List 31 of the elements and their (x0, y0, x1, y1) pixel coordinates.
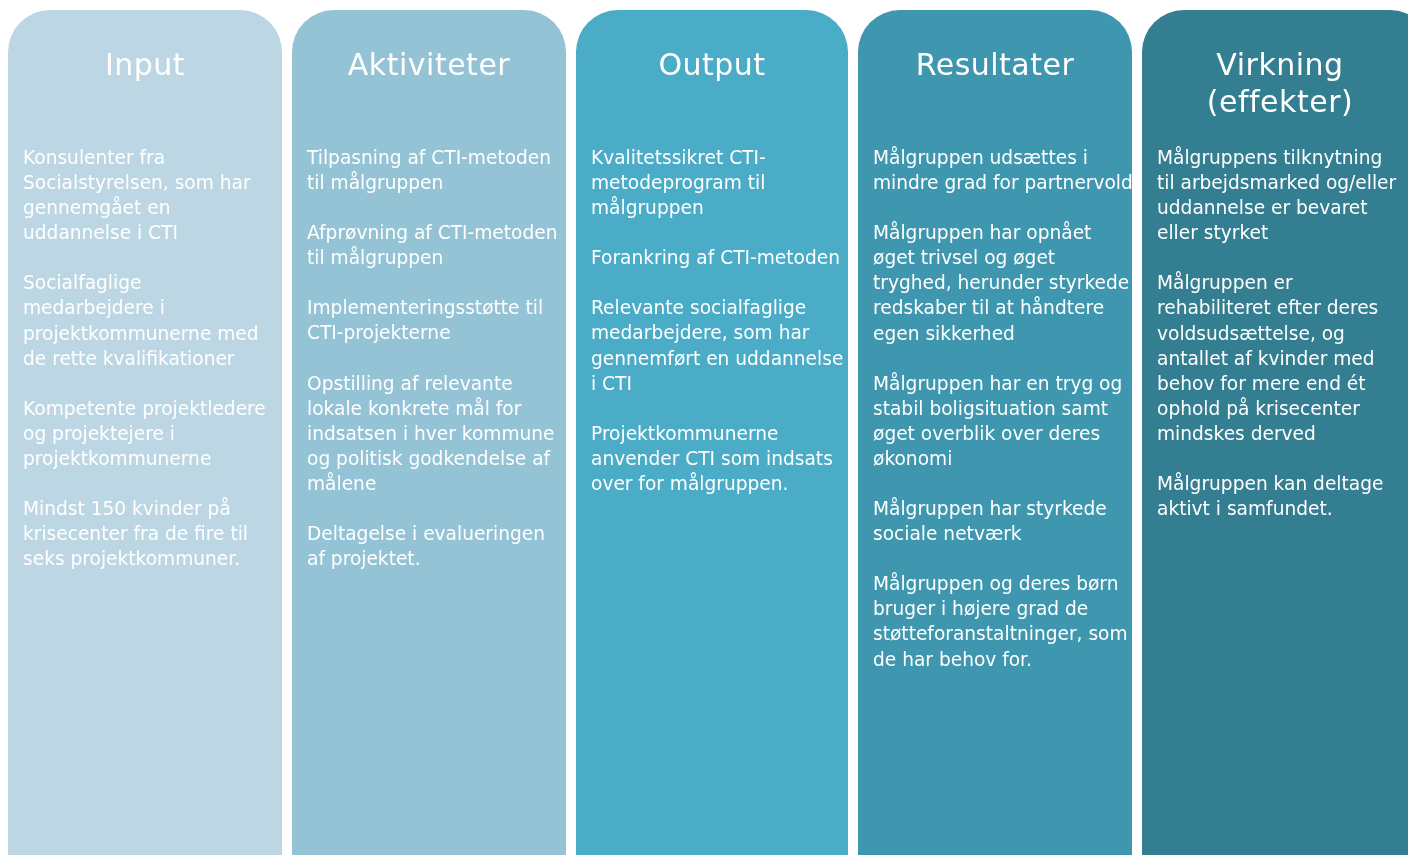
outcome-text: Målgruppen og deres børn bruger i højere grad de støtteforanstaltninger, som de har behov for. (873, 571, 1129, 672)
column-heading: Input (103, 46, 187, 83)
outcome-text: Opstilling af relevante lokale konkrete mål for indsatsen i hver kommune og politisk godkendelse af målene (307, 371, 556, 496)
column-panel (1142, 10, 1408, 855)
column-panel (576, 10, 848, 855)
outcome-text: Målgruppen kan deltage aktivt i samfundet. (1157, 471, 1385, 522)
outcome-text: Konsulenter fra Socialstyrelsen, som har gennemgået en uddannelse i CTI (23, 146, 252, 246)
outcome-text: Tilpasning af CTI-metoden til målgruppen (307, 146, 553, 196)
column-heading: Aktiviteter (346, 46, 512, 83)
column-panel (8, 10, 282, 855)
outcome-text: Kompetente projektledere og projektejere i projektkommunerne (23, 396, 267, 471)
column-panel (292, 10, 566, 855)
outcome-text: Projektkommunerne anvender CTI som indsats over for målgruppen. (591, 421, 834, 496)
outcome-text: Målgruppen er rehabiliteret efter deres voldsudsættelse, og antallet af kvinder med behov for mere end ét ophold på krisecenter mindskes derved (1157, 271, 1380, 446)
outcome-text: Deltagelse i evalueringen af projektet. (307, 522, 546, 572)
outcome-text: Relevante socialfaglige medarbejdere, som har gennemført en uddannelse i CTI (591, 296, 845, 396)
outcome-text: Målgruppen udsættes i mindre grad for partnervold (873, 145, 1134, 196)
column-heading: Virkning (effekter) (1205, 46, 1355, 120)
column-panel (858, 10, 1132, 855)
outcome-text: Kvalitetssikret CTI-metodeprogram til målgruppen (591, 146, 767, 221)
outcome-text: Målgruppens tilknytning til arbejdsmarked og/eller uddannelse er bevaret eller styrket (1157, 145, 1397, 246)
outcome-text: Mindst 150 kvinder på krisecenter fra de fire til seks projektkommuner. (23, 496, 249, 572)
outcome-text: Målgruppen har styrkede sociale netværk (873, 496, 1108, 547)
outcome-text: Forankring af CTI-metoden (591, 246, 841, 271)
outcome-text: Socialfaglige medarbejdere i projektkommunerne med de rette kvalifikationer (23, 271, 260, 371)
outcome-text: Afprøvning af CTI-metoden til målgruppen (307, 221, 559, 271)
outcome-text: Målgruppen har en tryg og stabil boligsituation samt øget overblik over deres økonomi (873, 371, 1124, 471)
outcome-text: Målgruppen har opnået øget trivsel og øget tryghed, herunder styrkede redskaber til at håndtere egen sikkerhed (873, 220, 1131, 346)
outcome-text: Implementeringsstøtte til CTI-projekterne (307, 296, 545, 346)
column-heading: Resultater (914, 46, 1076, 83)
column-heading: Output (657, 46, 767, 83)
